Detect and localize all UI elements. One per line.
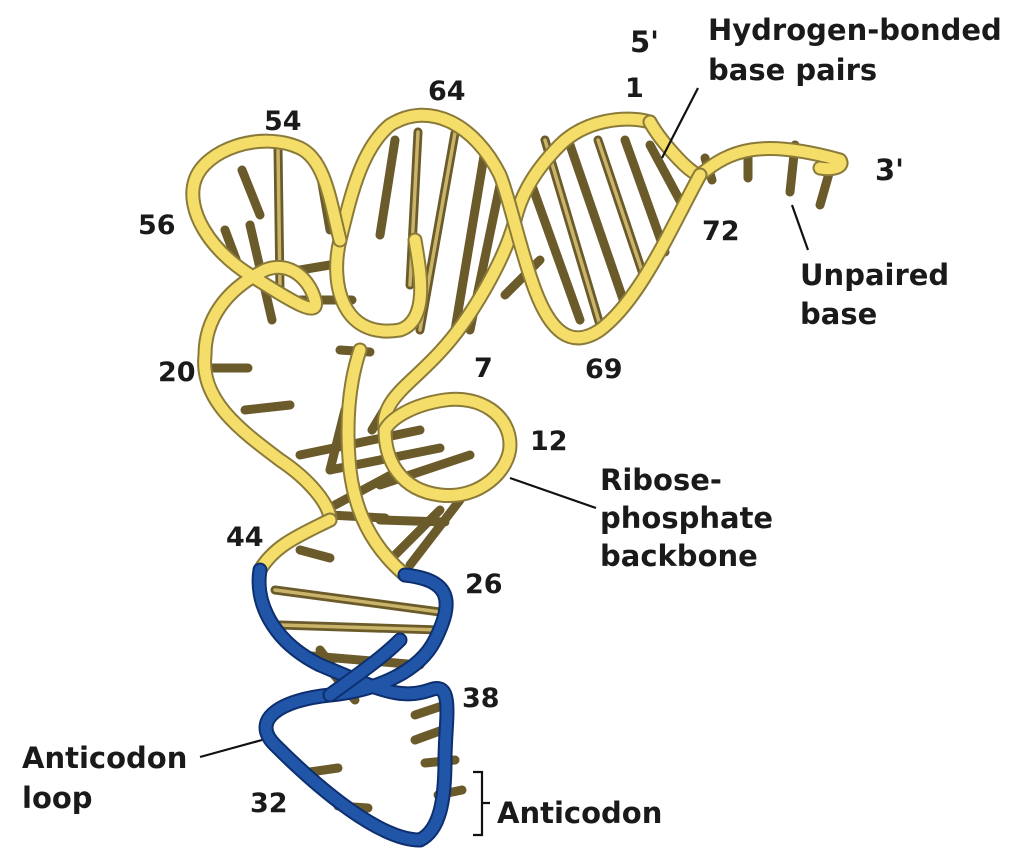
- residue-56: 56: [138, 210, 176, 241]
- residue-12: 12: [530, 426, 568, 457]
- residue-26: 26: [465, 569, 503, 600]
- residue-44: 44: [226, 522, 264, 553]
- five-prime-label: 5': [630, 25, 659, 59]
- anticodon-loop-label-line1: Anticodon: [22, 741, 187, 775]
- residue-38: 38: [462, 683, 500, 714]
- residue-20: 20: [158, 357, 196, 388]
- three-prime-label: 3': [875, 153, 904, 187]
- residue-54: 54: [264, 106, 302, 137]
- anticodon-loop-label-line2: loop: [22, 781, 93, 815]
- anticodon-label: Anticodon: [497, 796, 662, 830]
- unpaired-base-label-line1: Unpaired: [800, 258, 949, 292]
- hydrogen-bonded-leader: [662, 88, 698, 158]
- unpaired-base-leader: [792, 205, 808, 250]
- hydrogen-bonded-label-line1: Hydrogen-bonded: [708, 13, 1002, 47]
- residue-32: 32: [250, 788, 288, 819]
- unpaired-base-label-line2: base: [800, 297, 877, 331]
- ribose-backbone-leader: [510, 478, 596, 508]
- anticodon-bracket: [473, 772, 490, 835]
- residue-69: 69: [585, 354, 623, 385]
- residue-1: 1: [625, 73, 644, 104]
- text-labels: 5' 3' Hydrogen-bonded base pairs Unpaire…: [22, 13, 1002, 830]
- residue-7: 7: [474, 353, 493, 384]
- ribose-label-line2: phosphate: [600, 501, 773, 535]
- hydrogen-bonded-label-line2: base pairs: [708, 53, 877, 87]
- residue-64: 64: [428, 76, 466, 107]
- ribose-label-line1: Ribose-: [600, 463, 722, 497]
- ribose-label-line3: backbone: [600, 539, 758, 573]
- anticodon-loop-leader: [200, 740, 262, 757]
- residue-72: 72: [702, 216, 740, 247]
